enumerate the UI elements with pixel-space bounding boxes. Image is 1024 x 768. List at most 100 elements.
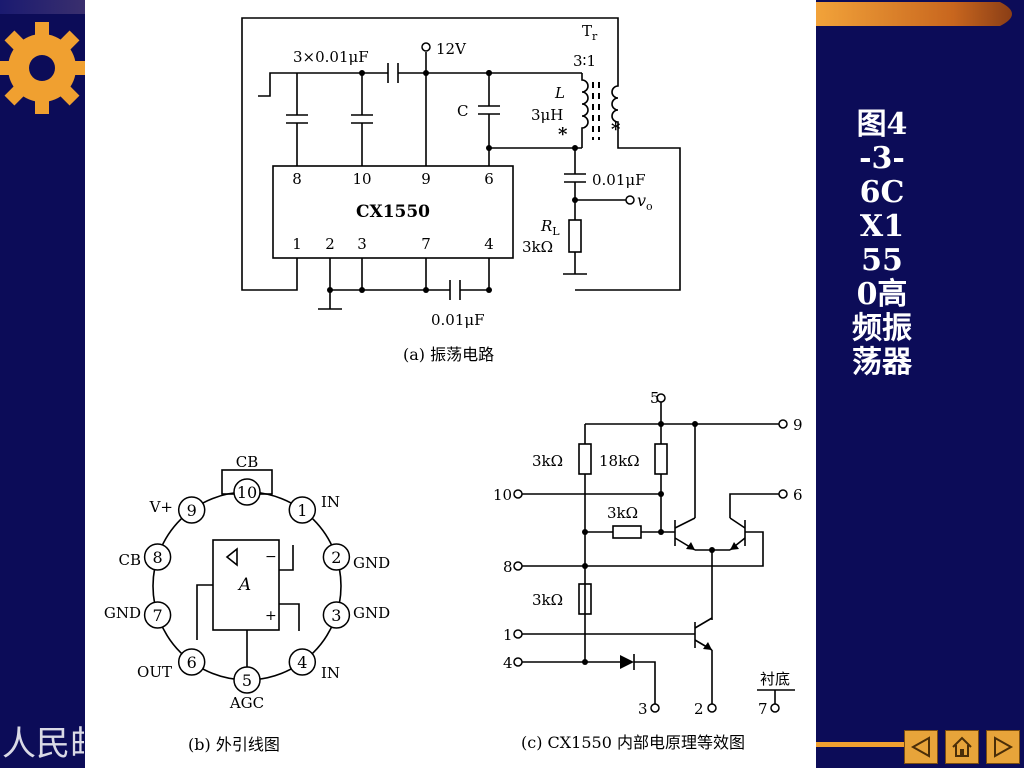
ic-label: CX1550	[356, 202, 430, 222]
diode	[620, 655, 634, 669]
pin-label: 7	[421, 235, 431, 253]
slide-title: 图4-3-6CX1550高频振荡器	[852, 107, 912, 380]
resistor-r1	[578, 443, 592, 475]
pin-name: AGC	[229, 694, 264, 712]
cap-out-label: 0.01μF	[592, 171, 646, 189]
pin-name: OUT	[137, 663, 172, 681]
diagram-sheet: CX1550 8 10 9 6 1 2 3 7 4 3×0.01μF 12V C	[85, 0, 816, 768]
terminal-number: 6	[793, 486, 803, 504]
terminal-number: 2	[694, 700, 704, 718]
terminal-number: 8	[503, 558, 513, 576]
caption-b: (b) 外引线图	[188, 735, 280, 754]
caption-c: (c) CX1550 内部电原理等效图	[521, 733, 745, 752]
ic-cx1550	[272, 165, 514, 259]
pin-label: 10	[352, 170, 371, 188]
circuit-figure: CX1550 8 10 9 6 1 2 3 7 4 3×0.01μF 12V C	[104, 17, 803, 754]
r1-label: 3kΩ	[532, 452, 563, 470]
pin-label: 2	[325, 235, 335, 253]
nav-previous-button[interactable]	[904, 730, 938, 764]
pin-circle	[322, 543, 351, 571]
inductor-coil	[581, 73, 589, 148]
pin-number: 9	[187, 501, 197, 520]
pin-name: CB	[119, 551, 142, 569]
minus-sign: −	[265, 549, 277, 565]
caption-a: (a) 振荡电路	[403, 345, 494, 364]
terminal-number: 1	[503, 626, 513, 644]
gear-icon	[0, 22, 88, 114]
pin-number: 1	[297, 501, 307, 520]
load-value: 3kΩ	[522, 238, 553, 256]
load-name: RL	[540, 217, 560, 238]
resistor-r3	[612, 525, 642, 539]
terminal-number: 5	[650, 389, 660, 407]
resistor-r2	[654, 443, 668, 475]
nav-home-button[interactable]	[945, 730, 979, 764]
pin-label: 3	[357, 235, 367, 253]
diagram-a-oscillator: CX1550 8 10 9 6 1 2 3 7 4 3×0.01μF 12V C	[241, 17, 681, 364]
pin-circle	[177, 496, 206, 524]
pin-name: GND	[353, 604, 390, 622]
diagram-b-pinout: A − + 10 1 2 3 4 5 6 7 8 9 CB IN GND GND IN AGC O…	[104, 453, 390, 754]
turns-ratio: 3∶1	[573, 52, 596, 70]
r2-label: 18kΩ	[599, 452, 640, 470]
cap-c-label: C	[457, 102, 468, 120]
plus-sign: +	[265, 608, 277, 624]
pin-circle	[143, 601, 172, 629]
pin-circle	[233, 478, 261, 506]
polarity-star: *	[558, 124, 568, 145]
amplifier-symbol	[225, 547, 238, 567]
pin-number: 8	[153, 548, 163, 567]
supply-label: 12V	[436, 40, 467, 58]
top-right-band	[816, 2, 1012, 26]
pin-number: 4	[297, 653, 307, 672]
transformer-label: Tr	[582, 22, 598, 43]
pin-label: 1	[292, 235, 302, 253]
pin-name: CB	[236, 453, 259, 471]
pin-name: V+	[149, 498, 173, 516]
pin-circle	[233, 666, 261, 694]
pin-name: GND	[104, 604, 141, 622]
publisher-watermark: 人民邮	[2, 724, 84, 764]
r4-label: 3kΩ	[532, 591, 563, 609]
inductor-name: L	[554, 84, 565, 102]
pin-number: 7	[153, 606, 163, 625]
r3-label: 3kΩ	[607, 504, 638, 522]
terminal-number: 9	[793, 416, 803, 434]
pin-number: 10	[237, 483, 257, 502]
polarity-star: *	[611, 119, 621, 140]
pin-circle	[322, 601, 351, 629]
pin-name: GND	[353, 554, 390, 572]
amp-label: A	[237, 575, 251, 595]
pin-name: IN	[321, 493, 340, 511]
terminal-number: 10	[493, 486, 512, 504]
pin-label: 4	[484, 235, 494, 253]
cap-triple-label: 3×0.01μF	[293, 48, 369, 66]
pin-number: 6	[187, 653, 197, 672]
pin-circle	[288, 496, 317, 524]
cap-bottom-label: 0.01μF	[431, 311, 485, 329]
nav-next-button[interactable]	[986, 730, 1020, 764]
terminal-number: 7	[758, 700, 768, 718]
substrate-label: 衬底	[760, 670, 790, 688]
pin-circle	[288, 648, 317, 676]
arrow-right-icon	[994, 736, 1014, 758]
diagram-c-internal: 3kΩ 18kΩ 3kΩ	[493, 389, 803, 752]
terminal-number: 3	[638, 700, 648, 718]
pin-number: 2	[331, 548, 341, 567]
output-label: vo	[637, 191, 653, 213]
pin-circle	[177, 648, 206, 676]
terminal-number: 4	[503, 654, 513, 672]
pin-name: IN	[321, 664, 340, 682]
amplifier-box	[212, 539, 280, 631]
pin-number: 5	[242, 671, 252, 690]
load-resistor	[568, 219, 582, 253]
home-icon	[952, 736, 972, 757]
inductor-value: 3μH	[531, 106, 563, 124]
resistor-r4	[578, 583, 592, 615]
pin-circle	[143, 543, 172, 571]
pin-label: 6	[484, 170, 494, 188]
pin-number: 3	[331, 606, 341, 625]
pin-label: 9	[421, 170, 431, 188]
arrow-left-icon	[910, 736, 930, 758]
pin-label: 8	[292, 170, 302, 188]
